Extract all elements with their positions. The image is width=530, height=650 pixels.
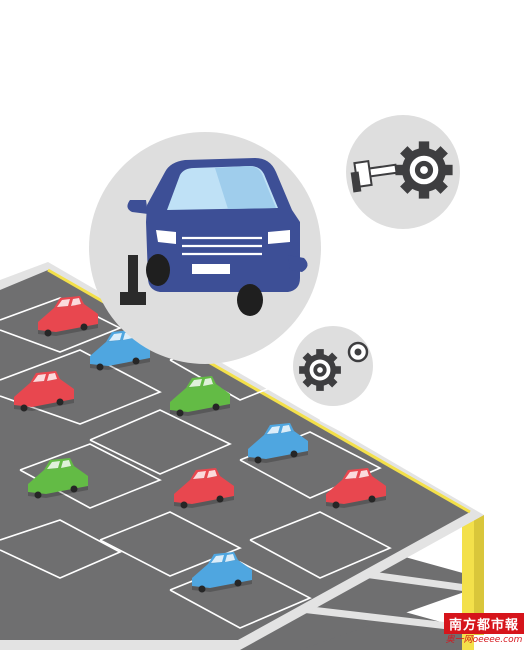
gear-lock-bubble xyxy=(293,326,373,406)
gear-piston-icon xyxy=(350,141,453,199)
car-lift-icon xyxy=(120,158,308,316)
watermark-logo: 南方都市報 xyxy=(444,613,524,634)
car-lift-bubble xyxy=(89,132,321,364)
newspaper-watermark: 南方都市報 奥一网oeeee.com xyxy=(444,613,524,646)
watermark-site: 奥一网oeeee.com xyxy=(445,635,523,645)
gear-piston-bubble xyxy=(346,115,460,229)
gear-lock-icon xyxy=(299,341,369,391)
support-column-2 xyxy=(474,515,484,635)
